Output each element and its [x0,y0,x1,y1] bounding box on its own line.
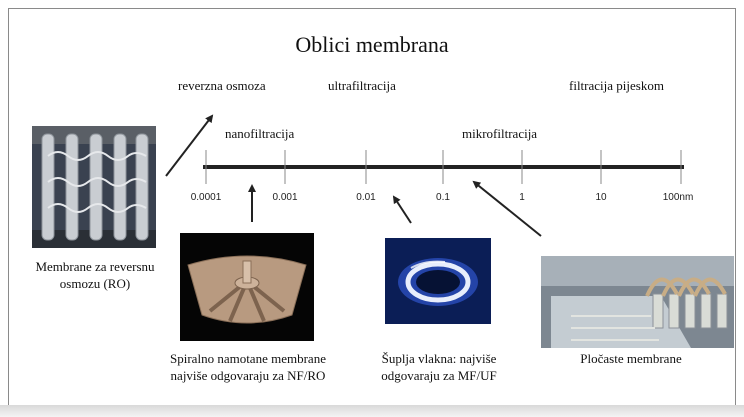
caption-hollow-line-2: odgovaraju za MF/UF [360,367,518,384]
caption-spiral-line-1: Spiralno namotane membrane [146,350,350,367]
caption-hollow-fibers: Šuplja vlakna: najviše odgovaraju za MF/… [360,350,518,384]
hollow-fiber-photo [385,238,491,324]
tick-label: 0.0001 [191,192,222,203]
tick-label: 1 [519,192,525,203]
plate-membrane-photo [541,256,734,348]
tick-label: 10 [595,192,606,203]
caption-plate-line-1: Pločaste membrane [546,350,716,367]
arrow-to-ultrafiltration [394,197,411,223]
ro-membrane-photo [32,126,156,248]
caption-ro-line-1: Membrane za reversnu [20,258,170,275]
caption-plate-membranes: Pločaste membrane [546,350,716,367]
spiral-membrane-photo [180,233,314,341]
tick-label: 100nm [663,192,694,203]
caption-spiral-line-2: najviše odgovaraju za NF/RO [146,367,350,384]
tick-label: 0.001 [272,192,297,203]
caption-spiral-membranes: Spiralno namotane membrane najviše odgov… [146,350,350,384]
caption-hollow-line-1: Šuplja vlakna: najviše [360,350,518,367]
caption-ro-membranes: Membrane za reversnu osmozu (RO) [20,258,170,292]
arrow-to-microfiltration [474,182,541,236]
tick-label: 0.1 [436,192,450,203]
tick-label: 0.01 [356,192,375,203]
caption-ro-line-2: osmozu (RO) [20,275,170,292]
